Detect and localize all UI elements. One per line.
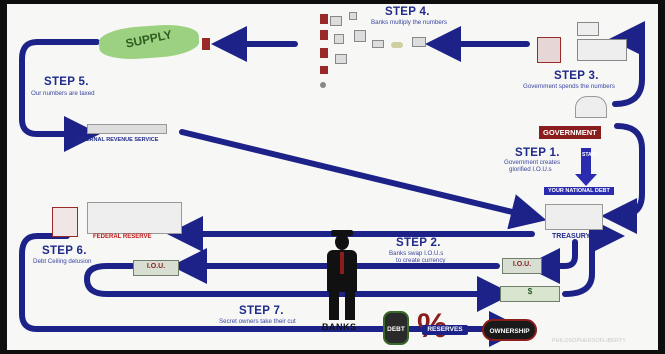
building-icon [335,54,347,64]
building-icon [330,16,342,26]
step2-desc-line2: to create currency [396,257,446,264]
capitol-icon [575,96,607,118]
building-icon [334,34,344,44]
dollar-label: $ [527,287,533,296]
building-icon [320,48,328,58]
diagram-canvas: STEP 4. Banks multiply the numbers SUPPL… [7,4,658,350]
government-label: GOVERNMENT [539,126,601,139]
car-icon [391,42,403,48]
irs-building-icon [87,124,167,134]
start-arrow [575,148,597,186]
step4-title: STEP 4. [385,6,430,18]
step3-title: STEP 3. [554,70,599,82]
building-icon [320,30,328,40]
step7-title: STEP 7. [239,305,284,317]
arrow-dollars-loop [562,218,625,297]
arrow-irs-to-treasury [179,129,547,230]
step6-title: STEP 6. [42,245,87,257]
iou-label: I.O.U. [146,263,166,270]
building-icon [577,39,627,61]
building-icon [372,40,384,48]
scissors-icon [202,38,210,50]
step5-desc: Our numbers are taxed [31,90,95,97]
building-icon [320,66,328,74]
national-debt-sign: YOUR NATIONAL DEBT [544,187,614,195]
step2-desc-line1: Banks swap I.O.U.s [389,250,444,257]
step1-title: STEP 1. [515,147,560,159]
step1-desc-line1: Government creates [504,159,561,166]
step7-desc: Secret owners take their cut [219,318,296,325]
building-icon [320,14,328,24]
start-marker: START [582,150,599,172]
arrow-treasury-down [524,239,578,284]
ownership-badge: OWNERSHIP [482,319,537,341]
iou-label: I.O.U. [512,261,532,268]
watermark: PHILOSOPHERSOFLIBERTY [552,338,626,344]
building-icon [577,22,599,36]
dollar-bills-icon: $ [500,286,560,302]
step5-title: STEP 5. [44,76,89,88]
iou-bill-right: I.O.U. [502,258,542,274]
building-icon [537,37,561,63]
start-label: START [582,152,599,158]
step3-desc: Government spends the numbers [523,83,615,90]
arrow-iou-loop [84,263,513,312]
building-icon [320,82,326,88]
arrow-fed-loop [19,233,525,347]
iou-bill-left: I.O.U. [133,260,179,276]
building-icon [412,37,426,47]
banks-label: BANKS [322,322,357,332]
fed-building-icon [52,207,78,237]
federal-reserve-label: FEDERAL RESERVE [93,234,152,240]
arrow-gov-up [609,21,646,107]
step2-title: STEP 2. [396,237,441,249]
arrow-supply-to-irs [19,39,100,152]
arrow-right-loop [601,123,645,234]
treasury-building-icon [545,204,603,230]
step4-desc: Banks multiply the numbers [371,19,448,26]
debt-badge: DEBT [383,311,409,345]
treasury-label: TREASURY [552,233,591,240]
flow-arrows [19,21,646,347]
fed-building-icon [87,202,182,234]
step1-desc-line2: glorified I.O.U.s [509,166,552,173]
reserves-badge: RESERVES [422,325,468,335]
step6-desc: Debt Ceiling delusion [33,258,92,265]
building-icon [349,12,357,20]
irs-label: INTERNAL REVENUE SERVICE [77,137,159,143]
building-icon [354,30,366,42]
